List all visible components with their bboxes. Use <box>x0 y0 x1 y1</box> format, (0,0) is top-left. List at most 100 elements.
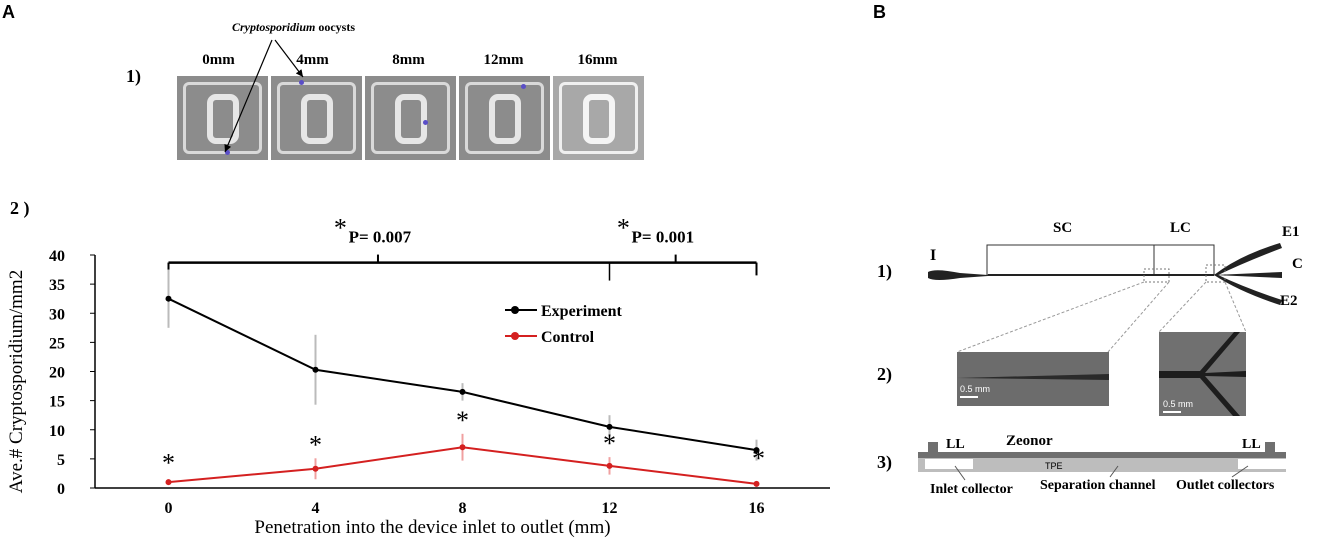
significance-star: * <box>309 430 322 459</box>
label-tpe: TPE <box>1045 461 1063 471</box>
x-tick-label: 12 <box>602 500 618 517</box>
label-LL-left: LL <box>946 437 965 452</box>
data-point-experiment <box>753 447 760 454</box>
micrograph-4mm <box>271 76 362 160</box>
significance-star: * <box>456 406 469 435</box>
x-axis-label: Penetration into the device inlet to out… <box>254 517 610 538</box>
panel-b-letter: B <box>873 2 886 22</box>
arrow-separation <box>1109 465 1119 478</box>
micrograph-trifurcation-channels <box>1159 332 1246 416</box>
label-outlet-collectors: Outlet collectors <box>1176 478 1275 493</box>
thumb-label-3: 12mm <box>483 52 524 68</box>
lc-box <box>1153 244 1215 276</box>
outlet-cavity <box>1238 459 1286 469</box>
significance-star: * <box>162 448 175 477</box>
y-tick-label: 25 <box>49 335 65 352</box>
thumb-label-0: 0mm <box>202 52 235 68</box>
bracket-label-1: P= 0.007 <box>349 228 412 247</box>
label-E1: E1 <box>1282 224 1300 240</box>
x-tick-label: 8 <box>459 500 467 517</box>
sc-box <box>986 244 1155 276</box>
zoom-guide <box>956 281 1145 353</box>
subpanel-a2-label: 2 ) <box>10 198 30 218</box>
legend-marker-control <box>511 332 519 340</box>
zoom-box-left <box>1143 268 1170 283</box>
inlet-cavity <box>925 459 973 469</box>
micrograph-12mm <box>459 76 550 160</box>
arrow-outlet <box>1231 465 1249 478</box>
scale-label-1: 0.5 mm <box>960 384 990 394</box>
x-tick-label: 4 <box>312 500 320 517</box>
panel-a-letter: A <box>2 2 15 22</box>
significance-star: * <box>752 444 765 473</box>
oocyst-annotation-italic: Cryptosporidium <box>232 20 316 34</box>
data-point-experiment <box>165 295 172 302</box>
y-tick-label: 35 <box>49 277 65 294</box>
zoom-guide <box>1224 281 1247 333</box>
oocyst-annotation: Cryptosporidium oocysts <box>232 20 355 35</box>
y-tick-label: 40 <box>49 248 65 265</box>
label-zeonor: Zeonor <box>1006 433 1053 449</box>
data-point-experiment <box>459 388 466 395</box>
luer-lock-left <box>928 442 938 452</box>
zoom-guide <box>1158 281 1207 333</box>
legend-marker-experiment <box>511 306 519 314</box>
b3-label: 3) <box>877 452 892 473</box>
significance-star: * <box>603 429 616 458</box>
arrow-to-4mm <box>274 39 304 78</box>
outlet-e2 <box>1214 274 1282 305</box>
micrograph-strip <box>177 76 644 160</box>
arrow-inlet <box>954 465 966 481</box>
data-point-experiment <box>312 366 319 373</box>
legend-label-control: Control <box>541 329 595 346</box>
zoom-box-right <box>1205 264 1226 283</box>
y-tick-label: 15 <box>49 394 65 411</box>
thumb-label-4: 16mm <box>577 52 618 68</box>
zoom-guide <box>1107 281 1170 353</box>
label-LL-right: LL <box>1242 437 1261 452</box>
bracket-label-2: P= 0.001 <box>632 228 695 247</box>
data-point-control <box>459 444 466 451</box>
micrograph-16mm <box>553 76 644 160</box>
bracket-star-2: * <box>617 214 630 243</box>
scale-label-2: 0.5 mm <box>1163 399 1193 409</box>
label-SC: SC <box>1053 220 1072 236</box>
data-point-control <box>753 480 760 487</box>
luer-lock-right <box>1265 442 1275 452</box>
label-E2: E2 <box>1280 293 1298 309</box>
arrow-to-0mm <box>224 39 273 153</box>
micrograph-0mm <box>177 76 268 160</box>
legend-label-experiment: Experiment <box>541 303 623 320</box>
data-point-control <box>165 479 172 486</box>
y-tick-label: 10 <box>49 423 65 440</box>
data-point-experiment <box>606 423 613 430</box>
label-separation-channel: Separation channel <box>1040 478 1156 493</box>
x-tick-label: 0 <box>165 500 173 517</box>
inlet-taper <box>928 270 988 280</box>
outlet-e1 <box>1214 243 1282 276</box>
b1-label: 1) <box>877 261 892 282</box>
subpanel-a1-label: 1) <box>126 66 141 86</box>
label-inlet-collector: Inlet collector <box>930 482 1013 497</box>
y-axis-label: Ave.# Cryptosporidium/mm2 <box>6 270 27 493</box>
data-point-control <box>312 465 319 472</box>
label-I: I <box>930 247 936 264</box>
y-tick-label: 30 <box>49 306 65 323</box>
y-tick-label: 5 <box>57 452 65 469</box>
micrograph-8mm <box>365 76 456 160</box>
label-C: C <box>1292 256 1303 272</box>
bracket-star-1: * <box>334 214 347 243</box>
thumb-label-2: 8mm <box>392 52 425 68</box>
x-tick-label: 16 <box>749 500 765 517</box>
zeonor-layer <box>918 452 1286 458</box>
oocyst-annotation-rest: oocysts <box>315 20 356 34</box>
tpe-layer <box>918 458 1286 472</box>
micrograph-channel-taper <box>957 374 1109 380</box>
data-point-control <box>606 462 613 469</box>
label-LC: LC <box>1170 220 1191 236</box>
b2-label: 2) <box>877 364 892 385</box>
thumb-label-1: 4mm <box>296 52 329 68</box>
